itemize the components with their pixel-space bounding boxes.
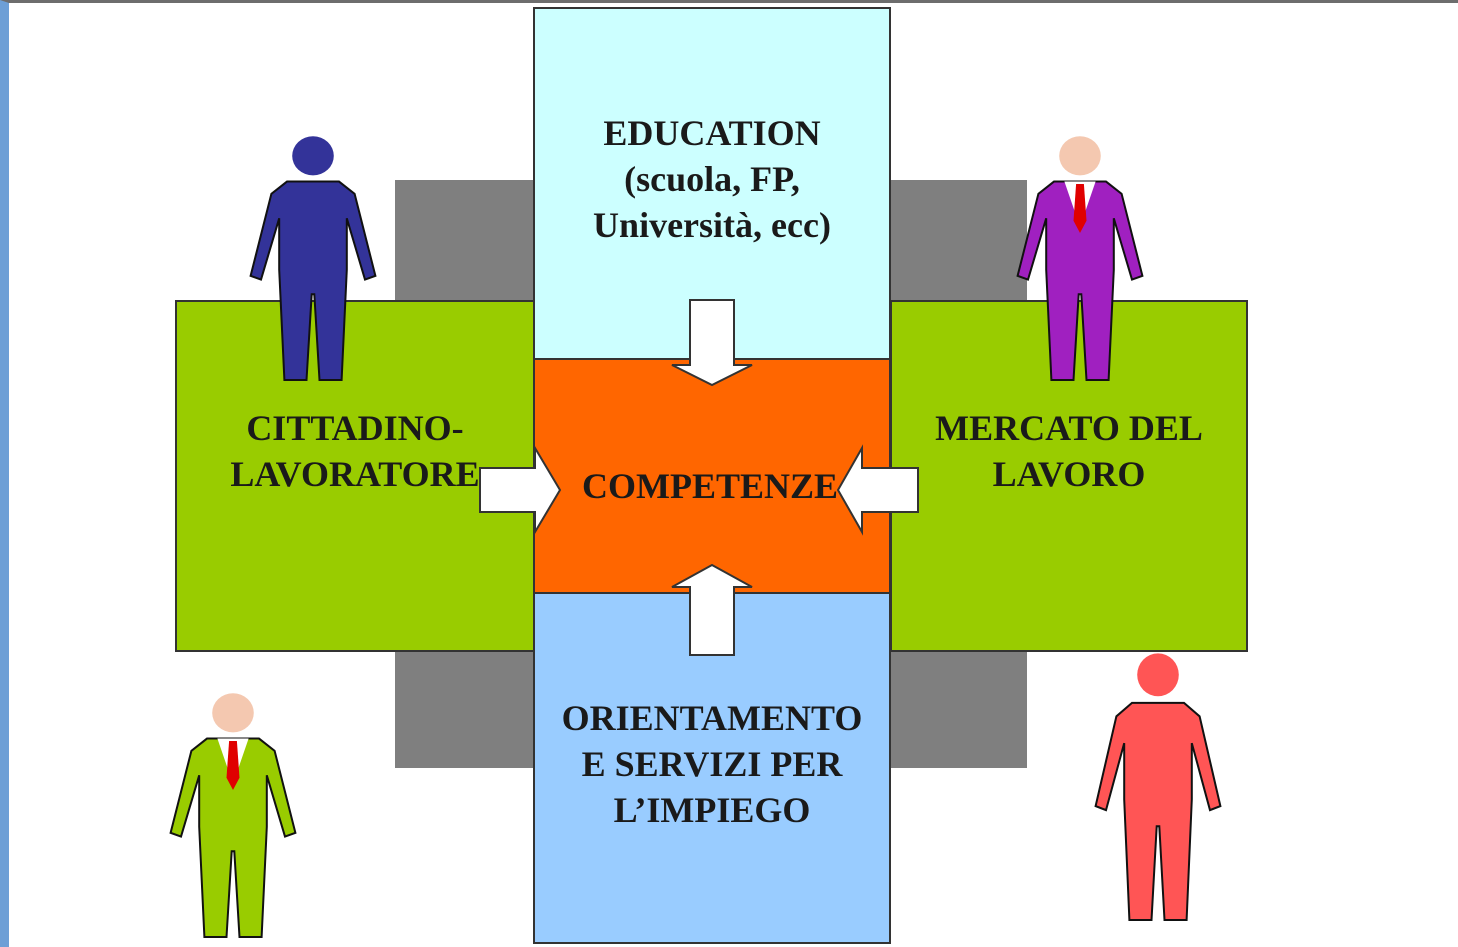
orientamento-line-3: L’IMPIEGO (613, 790, 811, 830)
purple-businessman-icon (1016, 136, 1144, 381)
gray-backing-bottom-right (890, 650, 1027, 768)
mercato-label: MERCATO DEL LAVORO (890, 405, 1248, 497)
arrow-left-icon (836, 444, 919, 536)
figure-tie (226, 741, 240, 790)
figure-head (212, 693, 254, 733)
figure-body (169, 737, 297, 938)
cittadino-line-2: LAVORATORE (230, 454, 480, 494)
figure-tie (1073, 184, 1087, 233)
cittadino-line-1: CITTADINO- (246, 408, 464, 448)
competenze-line-1: COMPETENZE (581, 466, 839, 506)
cittadino-label: CITTADINO- LAVORATORE (175, 405, 535, 497)
arrow-down-icon (671, 299, 753, 387)
figure-head (1137, 653, 1179, 697)
orientamento-line-2: E SERVIZI PER (581, 744, 843, 784)
gray-backing-bottom-left (395, 650, 535, 768)
cittadino-lavoratore-box (175, 300, 535, 652)
education-label: EDUCATION (scuola, FP, Università, ecc) (533, 110, 891, 248)
orientamento-label: ORIENTAMENTO E SERVIZI PER L’IMPIEGO (533, 695, 891, 833)
mercato-line-1: MERCATO DEL (935, 408, 1203, 448)
arrow-right-icon (479, 444, 562, 536)
gray-backing-top-right (890, 180, 1027, 300)
arrow-up-icon (671, 563, 753, 656)
education-line-1: EDUCATION (603, 113, 821, 153)
green-businessman-icon (169, 693, 297, 938)
orientamento-line-1: ORIENTAMENTO (561, 698, 863, 738)
gray-backing-top-left (395, 180, 535, 300)
education-line-3: Università, ecc) (593, 205, 831, 245)
blue-person-icon (249, 136, 377, 381)
education-line-2: (scuola, FP, (624, 159, 800, 199)
competenze-label: COMPETENZE (555, 463, 865, 509)
mercato-line-2: LAVORO (992, 454, 1146, 494)
figure-head (292, 136, 334, 176)
figure-body (249, 180, 377, 381)
red-person-icon (1094, 653, 1222, 921)
figure-body (1094, 701, 1222, 921)
figure-head (1059, 136, 1101, 176)
figure-body (1016, 180, 1144, 381)
